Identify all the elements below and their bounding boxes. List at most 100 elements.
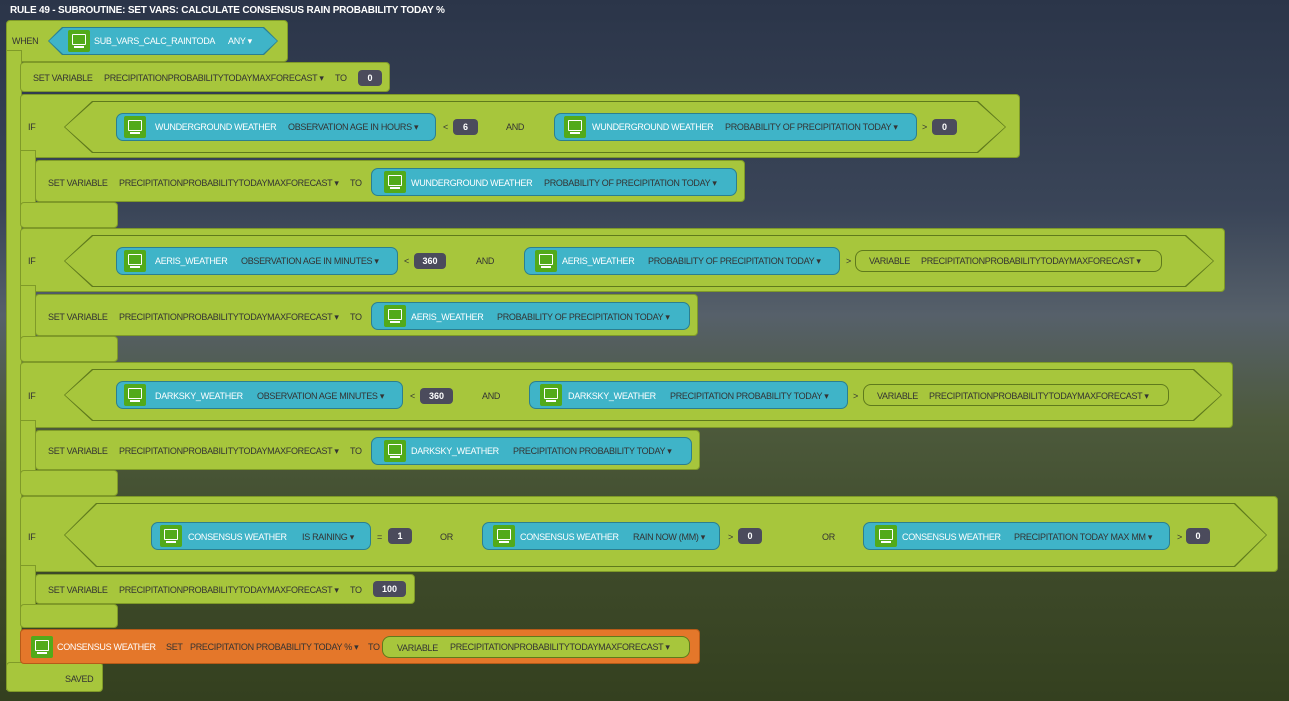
property-dropdown[interactable]: OBSERVATION AGE IN MINUTES ▾ bbox=[241, 256, 379, 266]
variable-dropdown[interactable]: PRECIPITATIONPROBABILITYTODAYMAXFORECAST… bbox=[921, 256, 1141, 266]
and-label: AND bbox=[482, 391, 501, 401]
device-property-pill[interactable] bbox=[371, 302, 690, 330]
or-label: OR bbox=[822, 532, 835, 542]
http-icon bbox=[384, 171, 406, 193]
operator: > bbox=[922, 122, 927, 132]
http-icon bbox=[68, 30, 90, 52]
property-dropdown[interactable]: PROBABILITY OF PRECIPITATION TODAY ▾ bbox=[497, 312, 670, 322]
http-icon bbox=[540, 384, 562, 406]
operator: < bbox=[404, 256, 409, 266]
and-label: AND bbox=[506, 122, 525, 132]
device-property-pill[interactable] bbox=[863, 522, 1170, 550]
variable-label: VARIABLE bbox=[877, 391, 918, 401]
set-variable-label: SET VARIABLE bbox=[48, 178, 108, 188]
value-input[interactable]: 0 bbox=[932, 119, 957, 135]
device-name: CONSENSUS WEATHER bbox=[188, 532, 287, 542]
set-label: SET bbox=[166, 642, 183, 652]
property-dropdown[interactable]: PROBABILITY OF PRECIPITATION TODAY ▾ bbox=[648, 256, 821, 266]
operator: > bbox=[728, 532, 733, 542]
value-input[interactable]: 360 bbox=[414, 253, 446, 269]
device-property-pill[interactable] bbox=[151, 522, 371, 550]
to-label: TO bbox=[350, 178, 362, 188]
device-property-pill[interactable] bbox=[524, 247, 840, 275]
variable-dropdown[interactable]: PRECIPITATIONPROBABILITYTODAYMAXFORECAST… bbox=[119, 446, 339, 456]
property-dropdown[interactable]: PROBABILITY OF PRECIPITATION TODAY ▾ bbox=[544, 178, 717, 188]
http-icon bbox=[160, 525, 182, 547]
variable-dropdown[interactable]: PRECIPITATIONPROBABILITYTODAYMAXFORECAST… bbox=[119, 178, 339, 188]
device-property-pill[interactable] bbox=[529, 381, 848, 409]
http-icon bbox=[31, 636, 53, 658]
operator: > bbox=[1177, 532, 1182, 542]
if-label: IF bbox=[28, 122, 36, 132]
to-label: TO bbox=[350, 585, 362, 595]
to-label: TO bbox=[335, 73, 347, 83]
if-footer-4 bbox=[20, 604, 118, 628]
if-label: IF bbox=[28, 391, 36, 401]
device-property-pill[interactable] bbox=[482, 522, 720, 550]
operator: > bbox=[853, 391, 858, 401]
operator: < bbox=[410, 391, 415, 401]
property-dropdown[interactable]: OBSERVATION AGE IN HOURS ▾ bbox=[288, 122, 419, 132]
property-dropdown[interactable]: PRECIPITATION PROBABILITY TODAY ▾ bbox=[670, 391, 829, 401]
or-label: OR bbox=[440, 532, 453, 542]
property-dropdown[interactable]: IS RAINING ▾ bbox=[302, 532, 354, 542]
variable-dropdown[interactable]: PRECIPITATIONPROBABILITYTODAYMAXFORECAST… bbox=[929, 391, 1149, 401]
value-input[interactable]: 100 bbox=[373, 581, 406, 597]
http-icon bbox=[875, 525, 897, 547]
variable-pill[interactable] bbox=[855, 250, 1162, 272]
operator: = bbox=[377, 532, 382, 542]
set-variable-block[interactable] bbox=[35, 574, 415, 604]
set-variable-label: SET VARIABLE bbox=[48, 585, 108, 595]
device-property-pill[interactable] bbox=[116, 247, 398, 275]
variable-dropdown[interactable]: PRECIPITATIONPROBABILITYTODAYMAXFORECAST… bbox=[119, 312, 339, 322]
saved-footer bbox=[6, 662, 103, 692]
to-label: TO bbox=[350, 446, 362, 456]
if-label: IF bbox=[28, 532, 36, 542]
set-variable-label: SET VARIABLE bbox=[48, 312, 108, 322]
device-property-pill[interactable] bbox=[554, 113, 917, 141]
trigger-mode-dropdown[interactable]: ANY ▾ bbox=[228, 36, 252, 46]
variable-dropdown[interactable]: PRECIPITATIONPROBABILITYTODAYMAXFORECAST… bbox=[119, 585, 339, 595]
if-footer-2 bbox=[20, 336, 118, 362]
if-footer-3 bbox=[20, 470, 118, 496]
value-input[interactable]: 0 bbox=[358, 70, 382, 86]
and-label: AND bbox=[476, 256, 495, 266]
device-name: AERIS_WEATHER bbox=[411, 312, 484, 322]
http-icon bbox=[124, 116, 146, 138]
device-property-pill[interactable] bbox=[116, 113, 436, 141]
if-footer-1 bbox=[20, 202, 118, 228]
device-name: AERIS_WEATHER bbox=[562, 256, 635, 266]
device-name: CONSENSUS WEATHER bbox=[57, 642, 156, 652]
property-dropdown[interactable]: PRECIPITATION PROBABILITY TODAY % ▾ bbox=[190, 642, 359, 652]
to-label: TO bbox=[350, 312, 362, 322]
property-dropdown[interactable]: OBSERVATION AGE MINUTES ▾ bbox=[257, 391, 385, 401]
device-name: WUNDERGROUND WEATHER bbox=[411, 178, 533, 188]
property-dropdown[interactable]: RAIN NOW (MM) ▾ bbox=[633, 532, 706, 542]
property-dropdown[interactable]: PROBABILITY OF PRECIPITATION TODAY ▾ bbox=[725, 122, 898, 132]
http-icon bbox=[384, 440, 406, 462]
property-dropdown[interactable]: PRECIPITATION TODAY MAX MM ▾ bbox=[1014, 532, 1153, 542]
device-property-pill[interactable] bbox=[371, 168, 737, 196]
device-property-pill[interactable] bbox=[371, 437, 692, 465]
device-name: CONSENSUS WEATHER bbox=[520, 532, 619, 542]
http-icon bbox=[535, 250, 557, 272]
device-property-pill[interactable] bbox=[116, 381, 403, 409]
variable-pill[interactable] bbox=[382, 636, 690, 658]
property-dropdown[interactable]: PRECIPITATION PROBABILITY TODAY ▾ bbox=[513, 446, 672, 456]
variable-pill[interactable] bbox=[863, 384, 1169, 406]
variable-dropdown[interactable]: PRECIPITATIONPROBABILITYTODAYMAXFORECAST… bbox=[450, 642, 670, 652]
http-icon bbox=[384, 305, 406, 327]
variable-dropdown[interactable]: PRECIPITATIONPROBABILITYTODAYMAXFORECAST… bbox=[104, 73, 324, 83]
value-input[interactable]: 360 bbox=[420, 388, 453, 404]
device-name: CONSENSUS WEATHER bbox=[902, 532, 1001, 542]
set-variable-label: SET VARIABLE bbox=[48, 446, 108, 456]
set-variable-block[interactable] bbox=[20, 62, 390, 92]
value-input[interactable]: 0 bbox=[1186, 528, 1210, 544]
when-label: WHEN bbox=[12, 36, 39, 46]
value-input[interactable]: 1 bbox=[388, 528, 412, 544]
value-input[interactable]: 0 bbox=[738, 528, 762, 544]
to-label: TO bbox=[368, 642, 380, 652]
operator: < bbox=[443, 122, 448, 132]
value-input[interactable]: 6 bbox=[453, 119, 478, 135]
device-name: WUNDERGROUND WEATHER bbox=[592, 122, 714, 132]
